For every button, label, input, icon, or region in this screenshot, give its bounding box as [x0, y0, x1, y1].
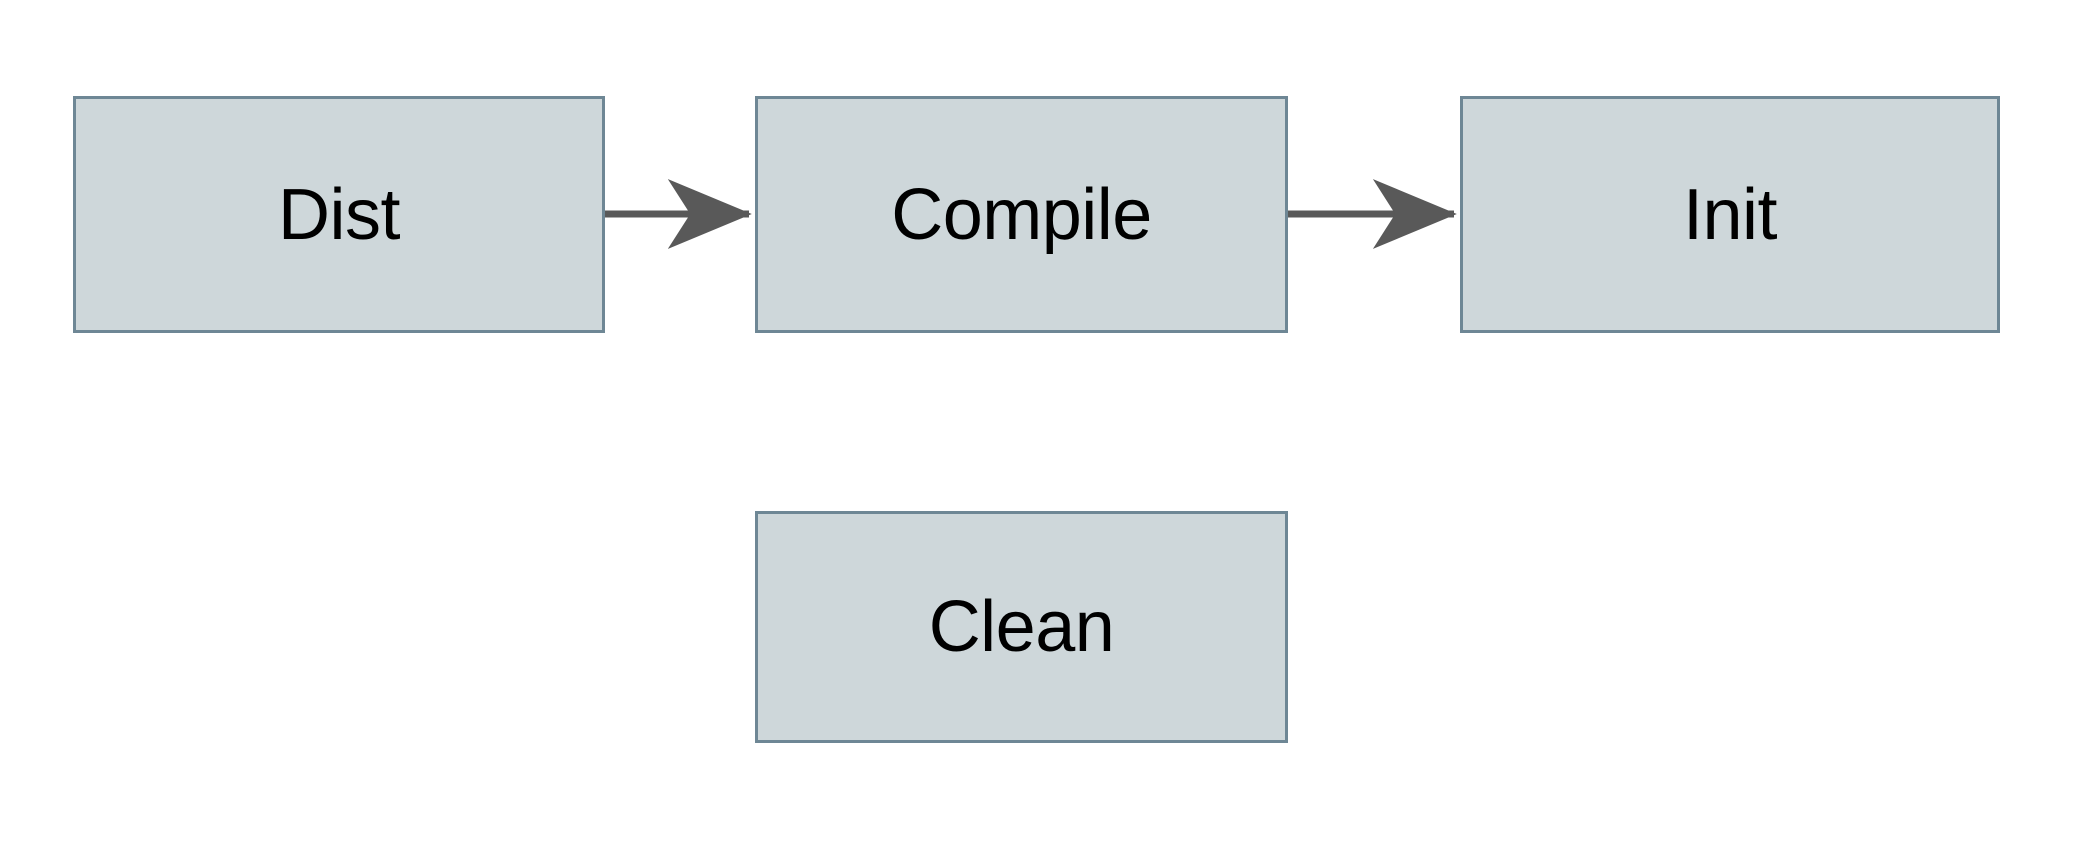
node-init-label: Init: [1682, 174, 1778, 255]
node-init[interactable]: Init: [1460, 96, 2000, 333]
node-dist-label: Dist: [278, 174, 401, 255]
node-compile[interactable]: Compile: [755, 96, 1288, 333]
node-dist[interactable]: Dist: [73, 96, 605, 333]
node-clean-label: Clean: [928, 587, 1115, 667]
node-clean[interactable]: Clean: [755, 511, 1288, 743]
node-compile-label: Compile: [891, 174, 1152, 255]
